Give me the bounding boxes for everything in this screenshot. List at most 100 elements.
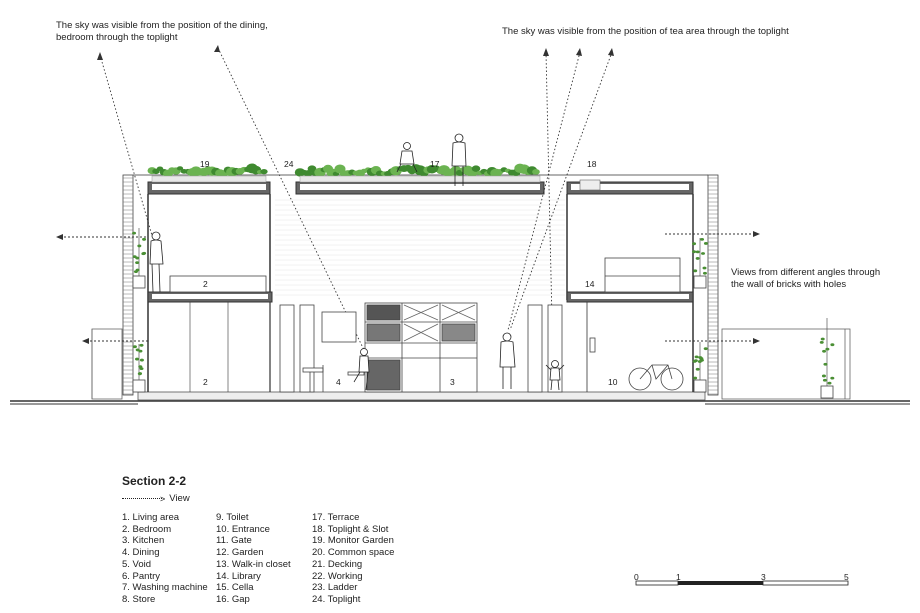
leaf xyxy=(701,252,706,255)
leaf xyxy=(820,337,825,341)
leaf xyxy=(693,359,698,363)
leaf xyxy=(133,270,138,274)
leaf xyxy=(821,374,826,378)
legend-item: 12. Garden xyxy=(216,547,264,559)
leaf xyxy=(702,266,707,270)
leaf xyxy=(703,242,708,245)
potted-plants xyxy=(132,228,835,399)
leaf xyxy=(695,367,700,371)
leaf xyxy=(141,252,146,256)
leaf xyxy=(702,271,707,275)
leaf xyxy=(695,250,700,254)
legend-item: 3. Kitchen xyxy=(122,535,165,547)
room-label-2-lower: 2 xyxy=(203,377,208,387)
leaf xyxy=(695,257,700,260)
legend-item: 10. Entrance xyxy=(216,523,270,535)
legend-item: 16. Gap xyxy=(216,593,250,605)
legend-item: 6. Pantry xyxy=(122,570,161,582)
legend-item: 8. Store xyxy=(122,593,156,605)
legend-item: 17. Terrace xyxy=(312,512,360,523)
view-arrowheads xyxy=(56,231,760,344)
leaf xyxy=(822,378,827,382)
leaf xyxy=(135,261,140,264)
scale-bar xyxy=(635,580,849,586)
room-label-4: 4 xyxy=(336,377,341,387)
flower-pot xyxy=(132,379,146,393)
room-label-19: 19 xyxy=(200,159,210,169)
legend-item: 5. Void xyxy=(122,558,152,570)
leaf xyxy=(135,357,140,361)
leaf xyxy=(830,343,835,347)
sight-arrows xyxy=(97,45,614,60)
note-sky-left: The sky was visible from the position of… xyxy=(56,20,268,43)
legend-item: 19. Monitor Garden xyxy=(312,535,394,547)
scale-label-3: 3 xyxy=(761,572,766,582)
legend-view: > View xyxy=(122,493,190,504)
legend-item: 23. Ladder xyxy=(312,582,358,594)
legend-item: 24. Toplight xyxy=(312,593,361,605)
leaf xyxy=(138,365,143,369)
note-views: Views from different angles through the … xyxy=(731,267,881,290)
legend-item: 11. Gate xyxy=(216,535,252,547)
scale-label-1: 1 xyxy=(676,572,681,582)
room-label-18: 18 xyxy=(587,159,597,169)
leaf xyxy=(693,376,698,380)
toplight-void-hatch xyxy=(275,199,565,296)
flower-pot xyxy=(132,275,146,289)
legend-item: 7. Washing machine xyxy=(122,582,208,594)
roof-garden xyxy=(147,163,601,191)
leaf xyxy=(135,256,140,260)
legend-item: 4. Dining xyxy=(122,547,160,559)
room-label-3: 3 xyxy=(450,377,455,387)
legend-item: 14. Library xyxy=(216,570,261,582)
leaf xyxy=(700,238,705,241)
leaf xyxy=(137,372,142,376)
arrow-right-icon: > xyxy=(160,493,166,504)
leaf xyxy=(693,269,698,273)
section-title: Section 2-2 xyxy=(122,474,187,488)
ground xyxy=(10,391,910,405)
note-sky-right: The sky was visible from the position of… xyxy=(502,26,789,37)
leaf xyxy=(703,347,708,351)
legend-item: 20. Common space xyxy=(312,547,395,559)
legend-item: 22. Working xyxy=(312,570,363,582)
room-label-17: 17 xyxy=(430,159,440,169)
leaf xyxy=(139,343,144,347)
leaf xyxy=(692,242,697,246)
leaf xyxy=(176,166,184,171)
leaf xyxy=(823,362,828,366)
leaf xyxy=(532,169,540,175)
room-label-10: 10 xyxy=(608,377,618,387)
legend-item: 2. Bedroom xyxy=(122,523,172,535)
leaf xyxy=(135,348,140,352)
people xyxy=(149,133,565,391)
leaf xyxy=(260,168,268,175)
furniture xyxy=(169,257,684,393)
leaf xyxy=(827,381,832,385)
sight-lines xyxy=(99,47,613,366)
legend-item: 18. Toplight & Slot xyxy=(312,523,389,535)
leaf xyxy=(825,347,830,351)
leaf xyxy=(692,250,697,254)
leaf xyxy=(471,165,481,172)
view-arrows xyxy=(60,233,756,342)
leaf xyxy=(822,349,827,353)
legend-item: 13. Walk-in closet xyxy=(216,558,291,570)
leaf xyxy=(697,360,702,363)
leaf xyxy=(142,237,147,241)
flower-pot xyxy=(693,275,707,289)
flower-pot xyxy=(693,379,707,393)
leaf xyxy=(137,244,142,248)
leaf xyxy=(139,358,144,362)
legend-item: 21. Decking xyxy=(312,558,363,570)
leaf xyxy=(694,355,699,359)
scale-label-0: 0 xyxy=(634,572,639,582)
room-label-14: 14 xyxy=(585,279,595,289)
leaf xyxy=(132,231,137,235)
leaf xyxy=(132,345,137,349)
view-line-sample xyxy=(122,498,162,499)
